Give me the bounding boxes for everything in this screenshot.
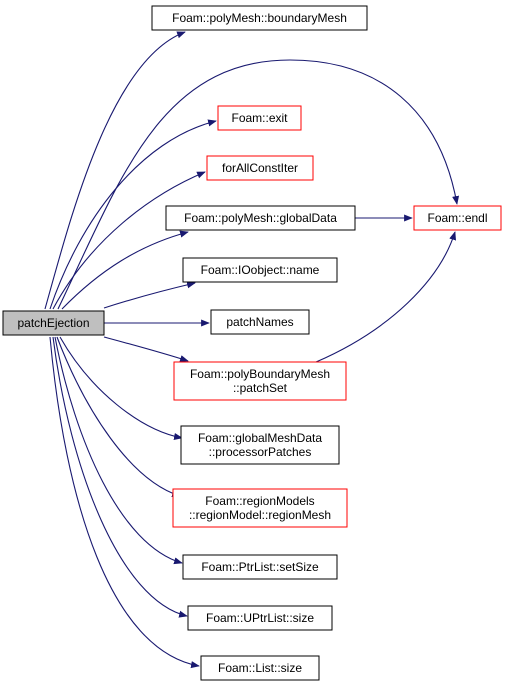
node-uptrSize[interactable]: Foam::UPtrList::size (187, 605, 333, 631)
edge-root-to-name (103, 281, 196, 309)
node-boundaryMesh[interactable]: Foam::polyMesh::boundaryMesh (151, 5, 368, 31)
edge-root-to-globalData (61, 230, 189, 310)
node-label: Foam::IOobject::name (201, 263, 320, 277)
node-name[interactable]: Foam::IOobject::name (182, 257, 338, 283)
node-label: Foam::List::size (218, 661, 302, 675)
node-label: Foam::polyMesh::globalData (184, 211, 337, 225)
node-box[interactable] (172, 488, 348, 528)
node-endl[interactable]: Foam::endl (413, 205, 502, 231)
edge-root-to-processorPatches (59, 336, 183, 440)
node-label: Foam::polyBoundaryMesh (190, 367, 330, 381)
node-box[interactable] (173, 361, 347, 401)
node-patchNames[interactable]: patchNames (210, 309, 310, 335)
node-label: Foam::regionModels (205, 494, 314, 508)
edge-root-to-forAllConstIter (52, 171, 206, 310)
edge-root-to-boundaryMesh (44, 31, 186, 310)
node-box[interactable] (180, 425, 340, 465)
edge-root-to-patchSet (103, 336, 189, 362)
node-box[interactable] (210, 309, 310, 335)
node-forAllConstIter[interactable]: forAllConstIter (206, 155, 314, 181)
edge-root-to-uptrSize (52, 336, 188, 618)
node-label: Foam::exit (231, 111, 288, 125)
node-box[interactable] (2, 310, 105, 336)
node-patchSet[interactable]: Foam::polyBoundaryMesh::patchSet (173, 361, 347, 401)
node-processorPatches[interactable]: Foam::globalMeshData::processorPatches (180, 425, 340, 465)
edge-root-to-setSize (54, 336, 183, 565)
node-box[interactable] (151, 5, 368, 31)
node-exit[interactable]: Foam::exit (217, 105, 302, 131)
node-box[interactable] (413, 205, 502, 231)
node-box[interactable] (182, 554, 338, 580)
node-label: ::processorPatches (209, 445, 312, 459)
edges-layer (44, 31, 460, 669)
nodes-layer: patchEjection Foam::polyMesh::boundaryMes… (2, 5, 502, 681)
node-label: forAllConstIter (222, 161, 298, 175)
node-label: Foam::PtrList::setSize (201, 560, 319, 574)
node-label: Foam::endl (427, 211, 487, 225)
edge-root-to-endl (57, 59, 460, 310)
node-label: Foam::polyMesh::boundaryMesh (172, 11, 347, 25)
node-root[interactable]: patchEjection (2, 310, 105, 336)
edge-root-to-exit (49, 119, 217, 310)
node-box[interactable] (187, 605, 333, 631)
node-label: ::regionModel::regionMesh (189, 508, 331, 522)
node-box[interactable] (200, 655, 320, 681)
node-label: patchEjection (17, 316, 89, 330)
node-box[interactable] (217, 105, 302, 131)
node-label: Foam::UPtrList::size (206, 611, 314, 625)
edge-root-to-listSize (49, 336, 200, 669)
node-box[interactable] (182, 257, 338, 283)
edge-root-to-regionMesh (56, 336, 181, 497)
node-label: ::patchSet (233, 381, 288, 395)
node-label: Foam::globalMeshData (198, 431, 322, 445)
node-globalData[interactable]: Foam::polyMesh::globalData (165, 205, 356, 231)
node-regionMesh[interactable]: Foam::regionModels::regionModel::regionM… (172, 488, 348, 528)
node-setSize[interactable]: Foam::PtrList::setSize (182, 554, 338, 580)
node-listSize[interactable]: Foam::List::size (200, 655, 320, 681)
node-label: patchNames (226, 315, 293, 329)
node-box[interactable] (165, 205, 356, 231)
edge-patchSet-to-endl (315, 231, 456, 363)
node-box[interactable] (206, 155, 314, 181)
